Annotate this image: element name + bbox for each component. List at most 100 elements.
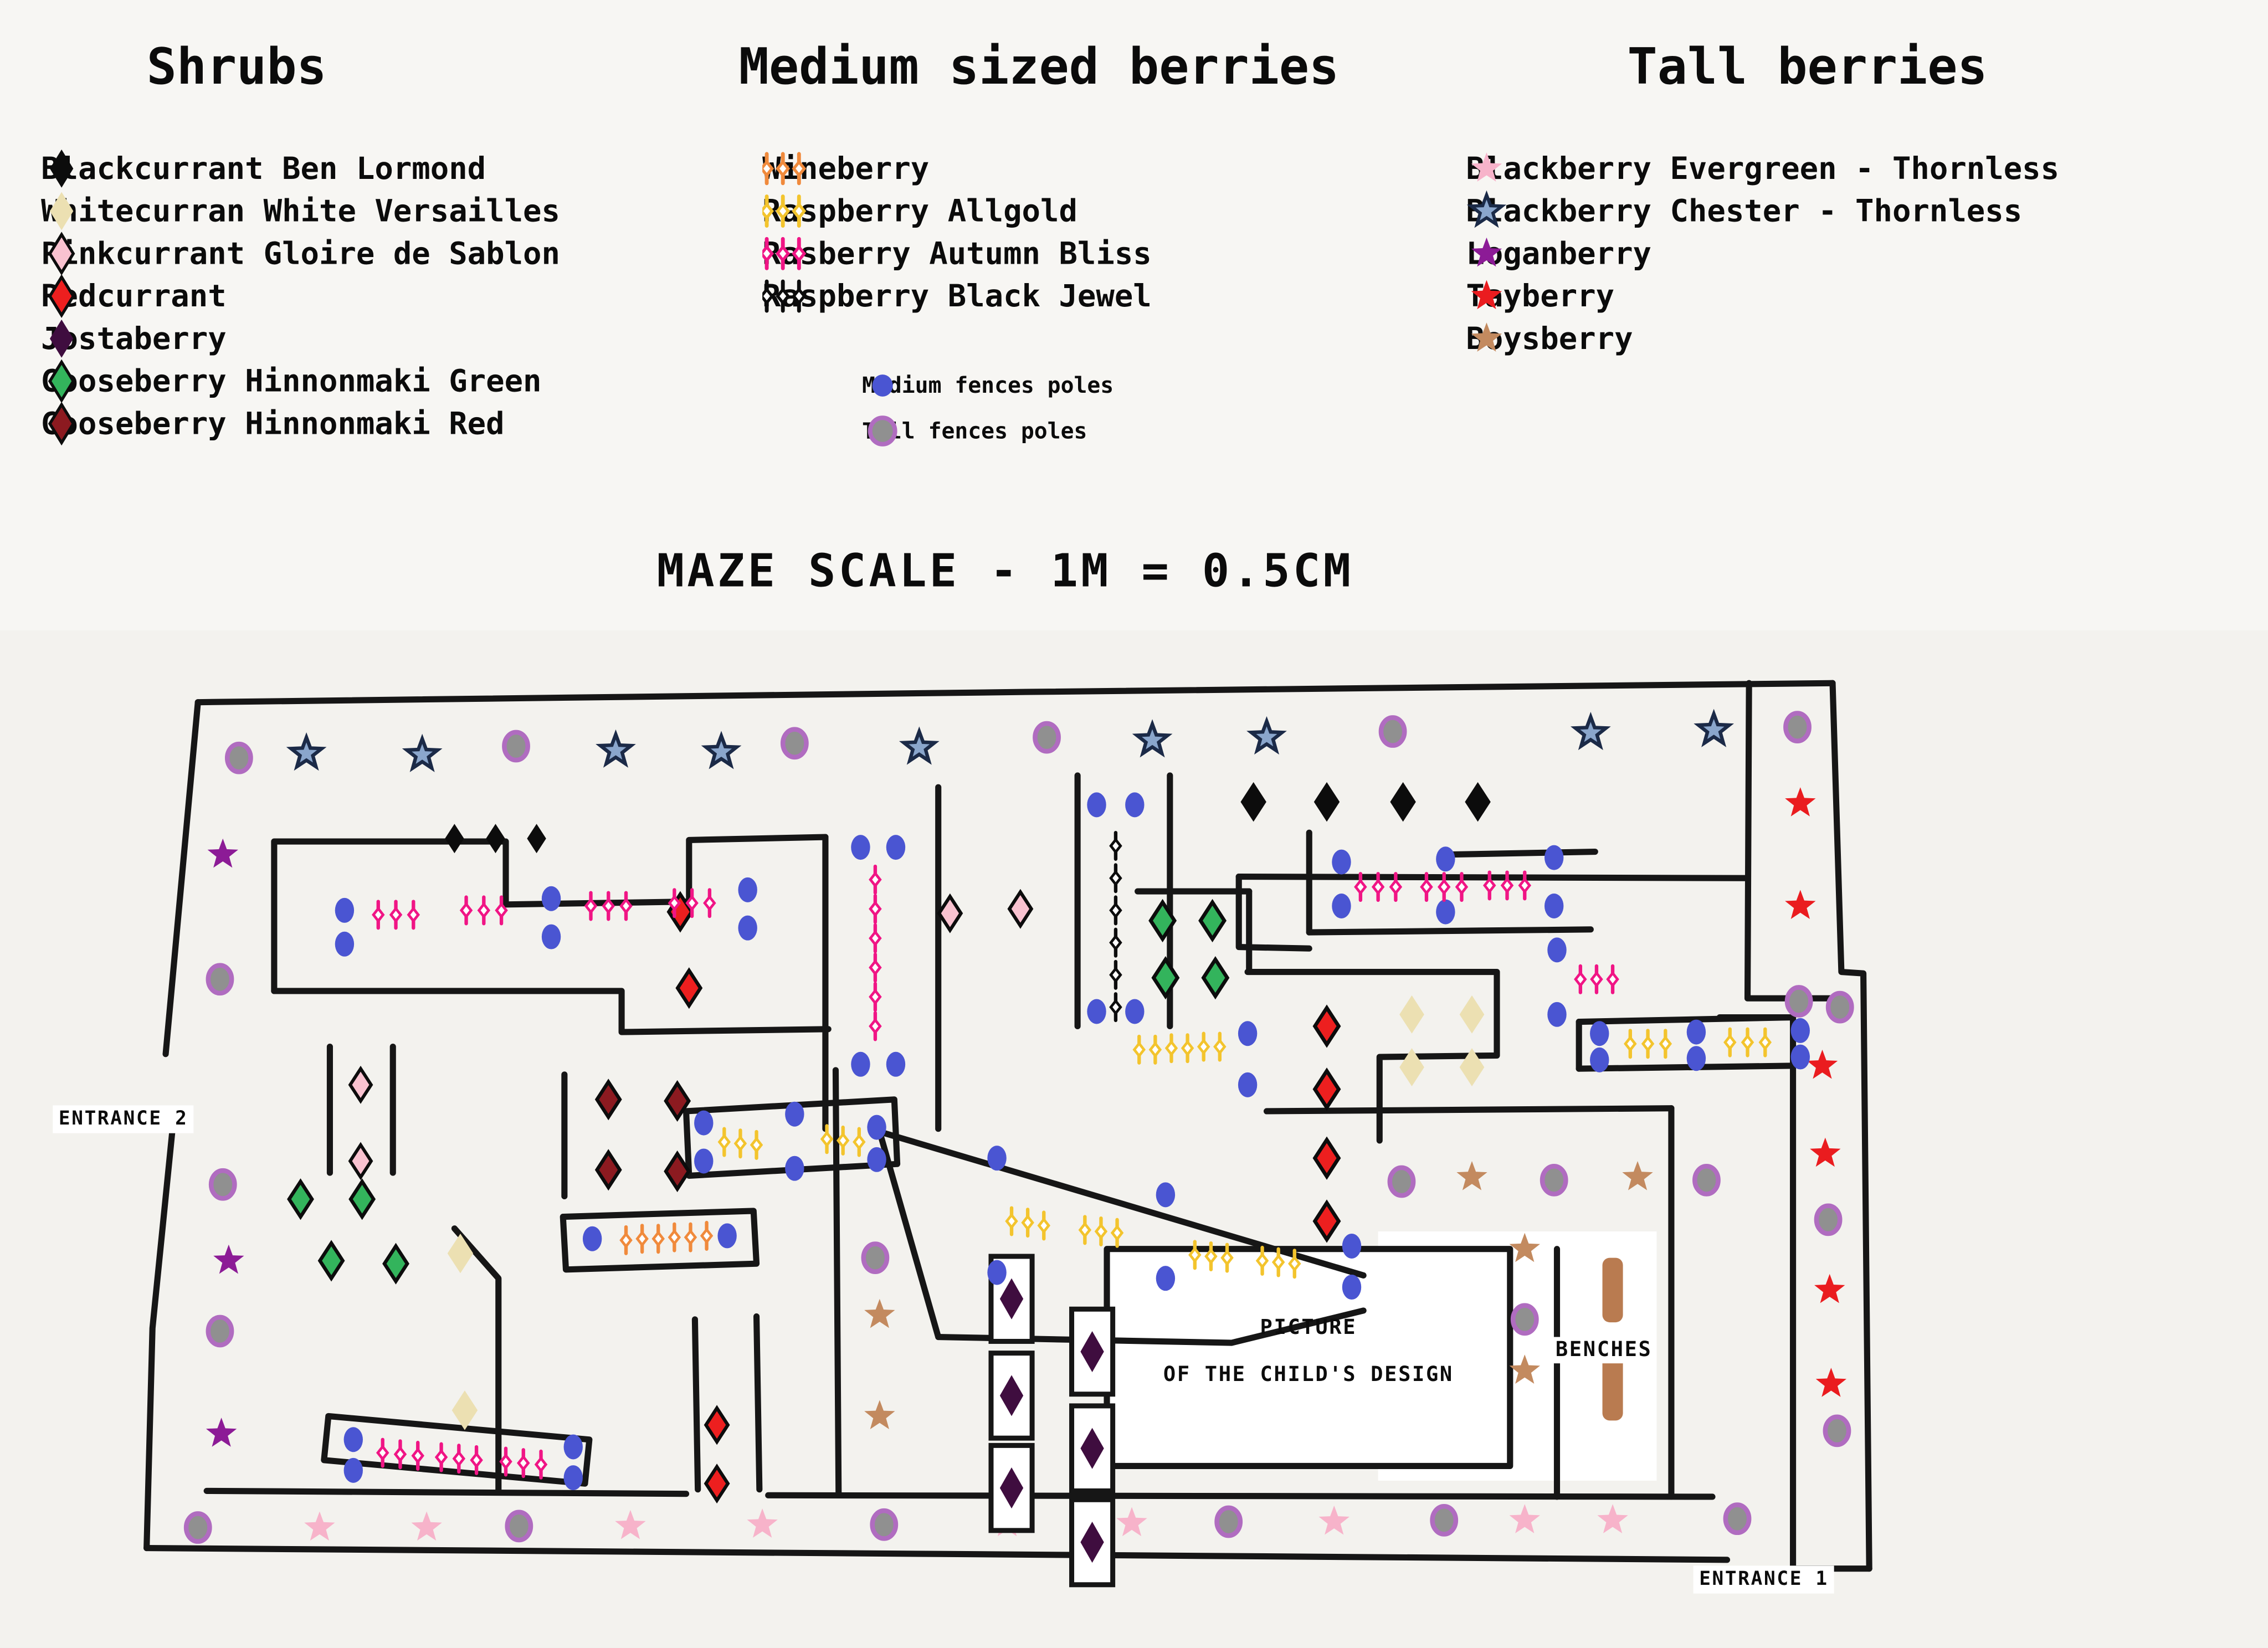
cream-diamond-icon — [49, 192, 74, 230]
symbol-green-diamond — [1148, 899, 1177, 943]
symbol-black-diamond — [1465, 782, 1491, 822]
magenta-canes-icon — [762, 237, 807, 270]
symbol-red-diamond — [1312, 1004, 1341, 1048]
symbol-medium-pole — [1686, 1046, 1706, 1071]
symbol-tall-pole — [870, 1508, 899, 1541]
symbol-yellow-cane — [1094, 1216, 1108, 1246]
symbol-magenta-cane — [703, 888, 716, 918]
symbol-yellow-cane — [1110, 1218, 1124, 1248]
symbol-magenta-cane — [1500, 870, 1514, 901]
symbol-yellow-cane — [1005, 1206, 1018, 1236]
symbol-yellow-cane — [1148, 1034, 1162, 1065]
symbol-medium-pole — [1156, 1266, 1176, 1291]
symbol-josta-diamond — [988, 1442, 1035, 1533]
symbol-medium-pole — [738, 877, 757, 902]
maze-wall — [451, 1225, 502, 1496]
symbol-medium-pole — [541, 924, 561, 949]
symbol-yellow-cane — [1188, 1240, 1202, 1270]
black-canes-icon — [762, 279, 807, 313]
legend-pole-item: Tall fences poles — [862, 409, 1087, 451]
darkred_d-diamond-icon — [48, 402, 75, 446]
symbol-darkred-diamond — [594, 1149, 622, 1191]
symbol-red-diamond — [704, 1405, 730, 1445]
symbol-tall-pole — [1387, 1165, 1416, 1198]
legend-shrub-label: Gooseberry Hinnonmaki Green — [41, 362, 542, 398]
symbol-evergreen-star — [1318, 1505, 1349, 1535]
legend-tall-label: Blackberry Evergreen - Thornless — [1466, 150, 2060, 186]
symbol-medium-pole — [851, 1051, 870, 1077]
symbol-magenta-cane — [407, 900, 420, 930]
symbol-magenta-cane — [1606, 964, 1619, 994]
symbol-medium-pole — [1544, 845, 1564, 870]
symbol-yellow-cane — [1197, 1031, 1210, 1062]
symbol-yellow-cane — [1037, 1210, 1051, 1241]
symbol-medium-pole — [785, 1101, 804, 1127]
symbol-magenta-cane — [452, 1444, 466, 1474]
symbol-magenta-cane — [1455, 872, 1469, 902]
symbol-magenta-cane — [1371, 872, 1385, 902]
symbol-tall-pole — [206, 1315, 234, 1348]
symbol-magenta-cane — [470, 1445, 483, 1475]
symbol-medium-pole — [886, 1051, 906, 1077]
symbol-medium-pole — [694, 1110, 714, 1136]
symbol-yellow-cane — [1271, 1247, 1285, 1277]
symbol-magenta-cane — [1354, 872, 1367, 902]
symbol-black-cane — [1109, 863, 1122, 894]
symbol-medium-pole — [1238, 1021, 1258, 1046]
symbol-medium-pole — [867, 1115, 886, 1140]
symbol-medium-pole — [335, 931, 355, 957]
symbol-medium-pole — [1790, 1044, 1810, 1070]
symbol-medium-pole — [1156, 1182, 1176, 1208]
legend-tall-item: Loganberry — [1466, 232, 1651, 274]
symbol-bench — [1602, 1356, 1623, 1421]
symbol-black-diamond — [1313, 782, 1340, 822]
symbol-evergreen-star — [1509, 1504, 1540, 1533]
symbol-medium-pole — [343, 1457, 363, 1483]
symbol-yellow-cane — [1641, 1029, 1655, 1059]
symbol-pink-diamond — [348, 1142, 373, 1180]
symbol-magenta-cane — [1590, 964, 1603, 994]
legend-shrub-item: Pinkcurrant Gloire de Sablon — [41, 232, 560, 276]
symbol-chester-star — [286, 732, 327, 771]
picture-box-line2: OF THE CHILD'S DESIGN — [1163, 1363, 1454, 1387]
symbol-medium-pole — [886, 835, 906, 860]
symbol-tall-pole — [1033, 721, 1061, 754]
symbol-magenta-cane — [1420, 872, 1433, 902]
symbol-yellow-cane — [1659, 1029, 1672, 1059]
legend-shrub-item: Blackcurrant Ben Lormond — [41, 147, 486, 189]
symbol-medium-pole — [1087, 792, 1106, 818]
symbol-evergreen-star — [411, 1511, 442, 1541]
symbol-yellow-cane — [820, 1124, 834, 1154]
yellow-canes-icon — [762, 194, 807, 228]
maze-wall — [194, 680, 1836, 706]
symbol-yellow-cane — [1758, 1027, 1772, 1057]
symbol-tall-pole — [183, 1511, 212, 1544]
symbol-tayberry-star — [1785, 890, 1816, 920]
maze-wall — [1235, 873, 1312, 952]
symbol-evergreen-star — [747, 1508, 778, 1538]
symbol-chester-star — [1570, 711, 1611, 751]
symbol-chester-star — [1694, 709, 1735, 747]
symbol-boysberry-star — [864, 1400, 895, 1429]
symbol-tall-pole — [1784, 985, 1813, 1018]
symbol-yellow-cane — [853, 1127, 866, 1157]
symbol-medium-pole — [851, 835, 870, 860]
legend-shrub-label: Blackcurrant Ben Lormond — [41, 150, 486, 186]
symbol-cream-diamond — [1399, 1048, 1424, 1086]
maze-scale-note: MAZE SCALE - 1M = 0.5CM — [656, 545, 1354, 598]
symbol-yellow-cane — [836, 1125, 850, 1156]
maze-wall — [321, 1413, 593, 1487]
symbol-medium-pole — [1125, 999, 1145, 1024]
symbol-tall-pole — [224, 741, 253, 774]
symbol-darkred-diamond — [664, 1080, 691, 1122]
symbol-medium-pole — [1590, 1047, 1609, 1072]
symbol-medium-pole — [1547, 937, 1567, 963]
symbol-yellow-cane — [1741, 1027, 1754, 1057]
symbol-green-diamond — [348, 1178, 376, 1220]
symbol-yellow-cane — [1021, 1208, 1034, 1238]
symbol-yellow-cane — [717, 1127, 731, 1157]
symbol-chester-star — [899, 726, 940, 765]
symbol-pink-diamond — [1007, 889, 1034, 929]
